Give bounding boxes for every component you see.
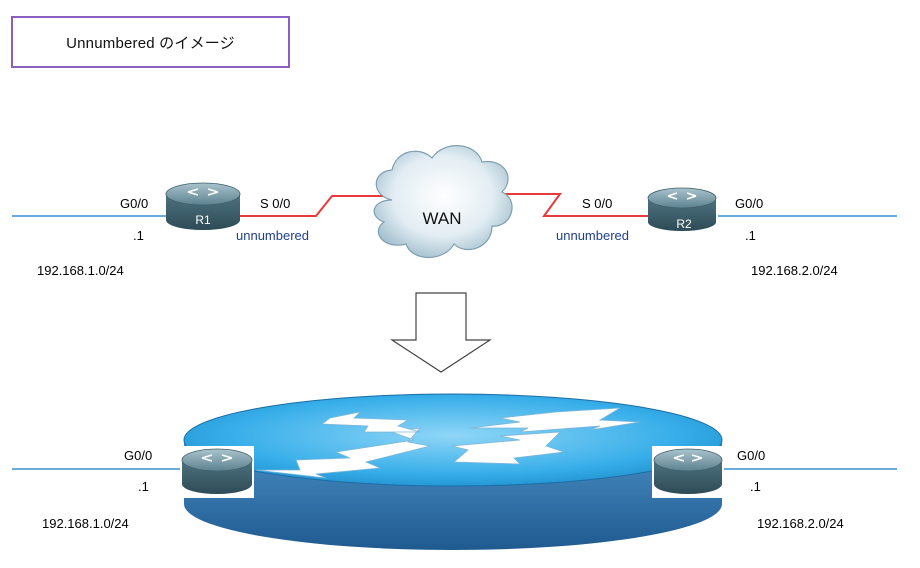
top-left-wan-mode: unnumbered <box>236 228 309 243</box>
left-wan-link <box>238 195 400 217</box>
bottom-left-lan-net: 192.168.1.0/24 <box>42 516 129 531</box>
bottom-right-lan-net: 192.168.2.0/24 <box>757 516 844 531</box>
cloud-label: WAN <box>422 209 461 228</box>
router-icon <box>180 446 254 498</box>
bottom-left-lan-if: G0/0 <box>124 448 152 463</box>
down-arrow-icon <box>389 292 493 373</box>
top-right-lan-if: G0/0 <box>735 196 763 211</box>
top-left-lan-if: G0/0 <box>120 196 148 211</box>
router-icon <box>652 446 724 498</box>
top-left-wan-if: S 0/0 <box>260 196 290 211</box>
top-right-wan-if: S 0/0 <box>582 196 612 211</box>
right-wan-link <box>490 193 650 217</box>
router-r2-label: R2 <box>676 217 692 231</box>
router-r1-label: R1 <box>195 213 211 227</box>
top-right-lan-net: 192.168.2.0/24 <box>751 263 838 278</box>
router-icon <box>647 187 717 231</box>
bottom-right-lan-if: G0/0 <box>737 448 765 463</box>
diagram-title: Unnumbered のイメージ <box>66 34 235 52</box>
bottom-left-lan-host: .1 <box>138 479 149 494</box>
top-left-lan-net: 192.168.1.0/24 <box>37 263 124 278</box>
top-right-wan-mode: unnumbered <box>556 228 629 243</box>
bottom-right-lan-host: .1 <box>750 479 761 494</box>
cloud-icon <box>373 145 513 258</box>
top-right-lan-host: .1 <box>745 228 756 243</box>
router-icon <box>165 182 241 230</box>
top-left-lan-host: .1 <box>133 228 144 243</box>
layer3-switch-icon <box>183 393 723 550</box>
title-box: Unnumbered のイメージ <box>11 16 290 68</box>
